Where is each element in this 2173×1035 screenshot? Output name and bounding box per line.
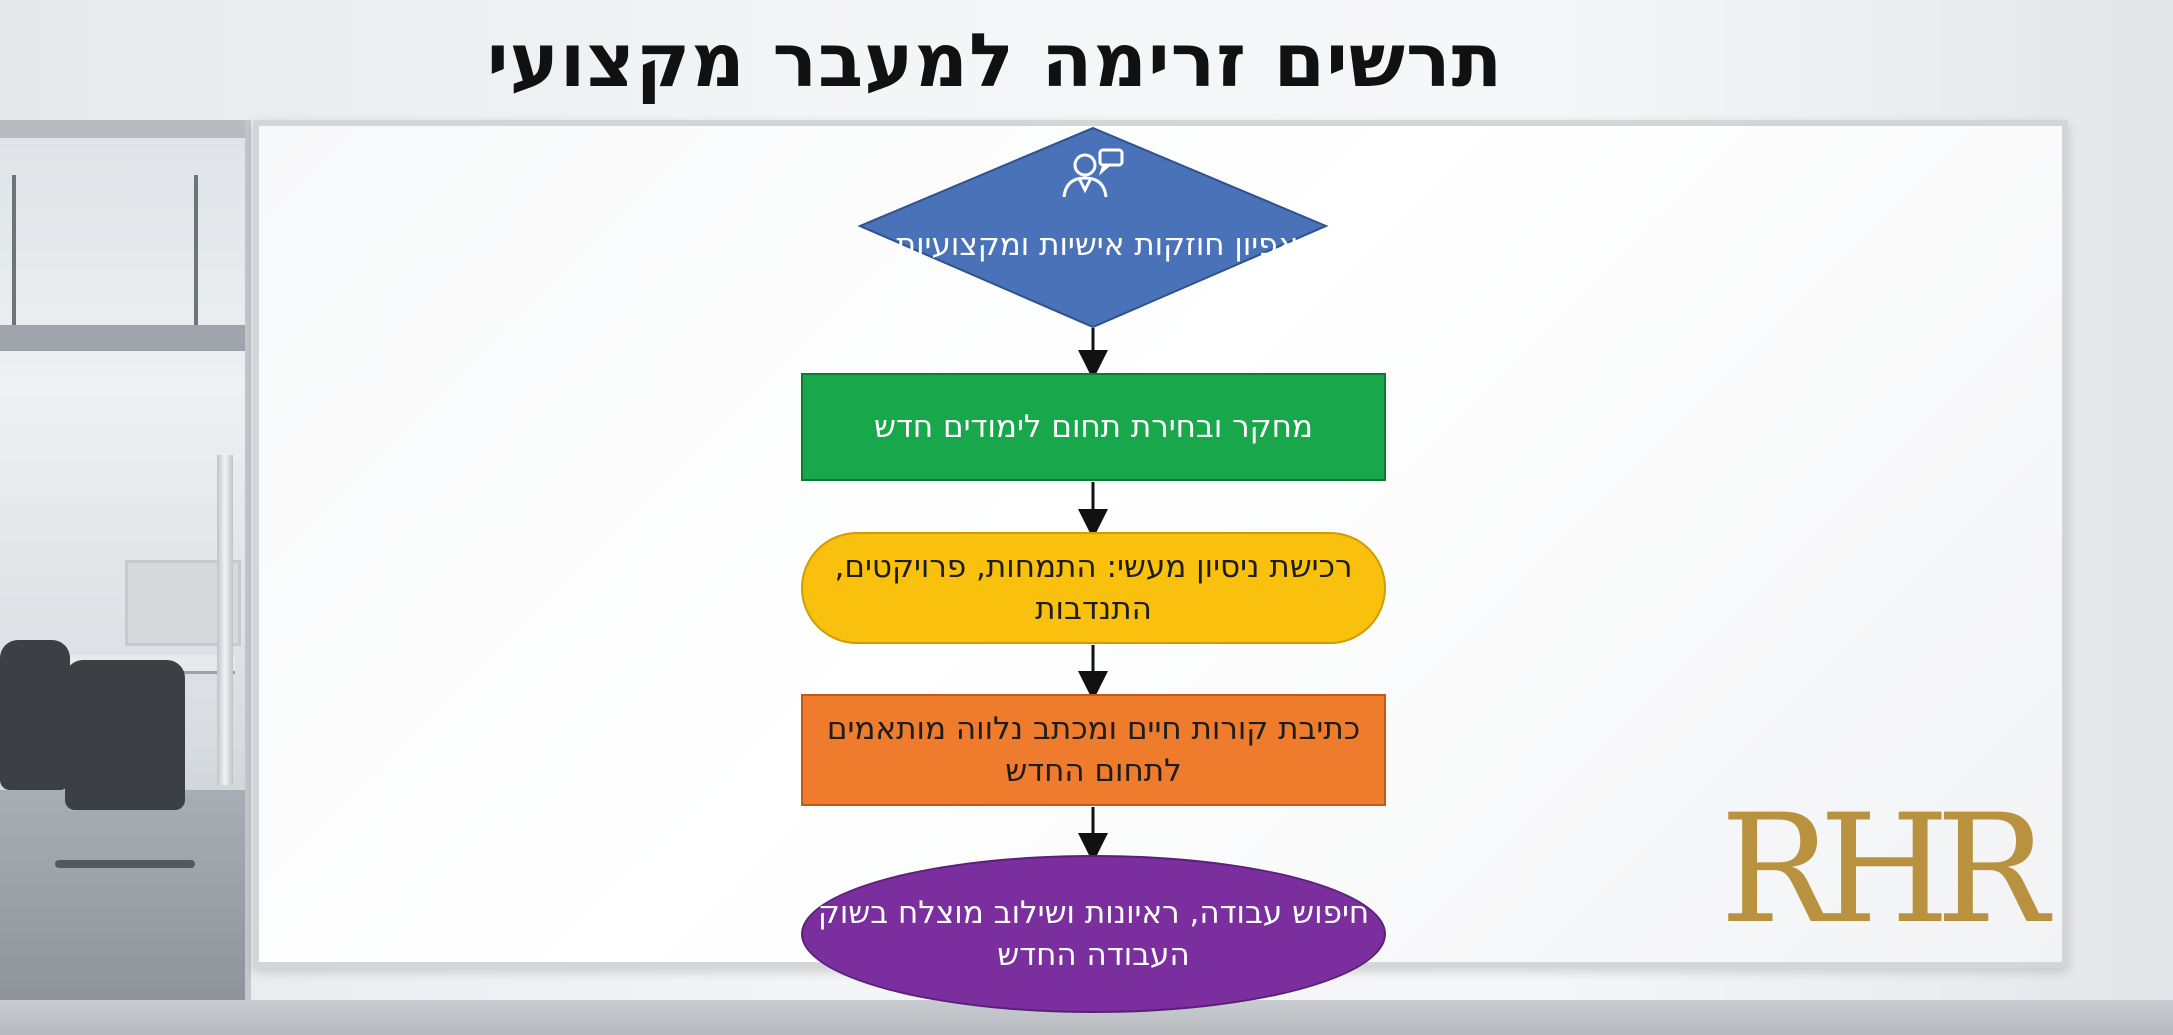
office-chair [65,660,185,810]
step-practical-experience: רכישת ניסיון מעשי: התמחות, פרויקטים, התנ… [834,549,1353,627]
glass-frame [0,120,245,138]
step-practical-experience-box: רכישת ניסיון מעשי: התמחות, פרויקטים, התנ… [801,532,1386,644]
pendant-light [194,175,198,325]
step-research-field: מחקר ובחירת תחום לימודים חדש [874,409,1313,445]
page-title: תרשים זרימה למעבר מקצועי [486,18,1504,104]
glass-beam [0,325,245,351]
chair-base [55,860,195,868]
office-floor [0,790,245,1010]
office-chair [0,640,70,790]
step-job-search: חיפוש עבודה, ראיונות ושילוב מוצלח בשוק ה… [817,895,1370,973]
step-resume-cover-letter-box: כתיבת קורות חיים ומכתב נלווה מותאמים לתח… [801,694,1386,806]
rhr-logo: RHR [1720,783,2049,957]
pendant-light [12,175,16,325]
step-resume-cover-letter: כתיבת קורות חיים ומכתב נלווה מותאמים לתח… [826,711,1361,789]
glass-door-handle [217,455,233,785]
step-job-search-box: חיפוש עבודה, ראיונות ושילוב מוצלח בשוק ה… [801,855,1386,1013]
step-research-field-box: מחקר ובחירת תחום לימודים חדש [801,373,1386,481]
step-personal-strengths: אפיון חוזקות אישיות ומקצועיות [895,227,1299,263]
